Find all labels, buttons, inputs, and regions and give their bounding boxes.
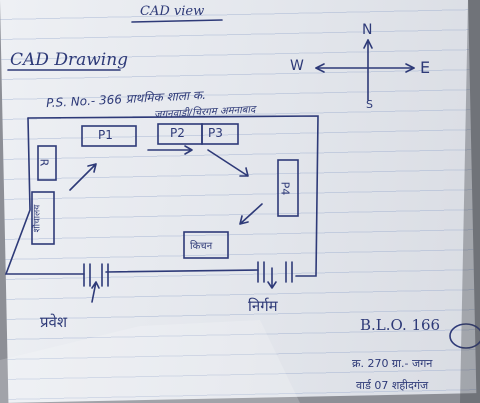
compass-east-arrow-icon	[405, 63, 415, 73]
direction-arrow-icon	[267, 267, 277, 289]
toilet-label: शौचालय	[32, 204, 43, 233]
boundary-wall-left	[4, 117, 85, 275]
direction-arrow-icon	[91, 281, 100, 303]
compass-north-arrow-icon	[363, 39, 373, 49]
entrance-gate-icon	[83, 263, 109, 287]
room-p3-box	[201, 123, 239, 145]
footer-code: B.L.O. 166	[360, 316, 441, 334]
direction-arrow-icon	[69, 163, 97, 191]
compass-west-arrow-icon	[315, 63, 325, 73]
room-p4-box	[277, 159, 299, 217]
kitchen-box	[183, 231, 229, 259]
room-p1-box	[81, 125, 137, 147]
direction-arrow-icon	[239, 203, 263, 225]
room-p2-label: P2	[170, 126, 185, 140]
exit-gate-icon	[257, 261, 293, 283]
room-p1-label: P1	[98, 128, 113, 142]
room-p4-label: P4	[278, 181, 292, 196]
compass-north-label: N	[362, 22, 373, 38]
signature-stamp-icon	[449, 323, 480, 349]
entrance-label: प्रवेश	[40, 313, 68, 331]
compass-south-label: S	[366, 98, 373, 111]
footer-line3: वार्ड 07 शहीदगंज	[356, 379, 429, 392]
toilet-box	[31, 191, 55, 245]
direction-arrow-icon	[207, 149, 249, 177]
boundary-wall-bottom	[105, 269, 259, 273]
boundary-wall	[27, 115, 319, 277]
compass-west-label: W	[290, 58, 304, 74]
exit-label: निर्गम	[248, 297, 278, 315]
page-title: CAD Drawing	[10, 50, 129, 70]
direction-arrow-icon	[147, 145, 193, 155]
room-p3-label: P3	[208, 126, 223, 140]
room-r-label: R	[37, 158, 51, 167]
kitchen-label: किचन	[190, 241, 213, 252]
top-note-underline	[131, 19, 223, 23]
compass-east-label: E	[420, 58, 431, 77]
room-r-box	[37, 145, 57, 181]
footer-line2: क्र. 270 ग्रा.- जगन	[352, 357, 433, 370]
top-note: CAD view	[140, 4, 205, 19]
